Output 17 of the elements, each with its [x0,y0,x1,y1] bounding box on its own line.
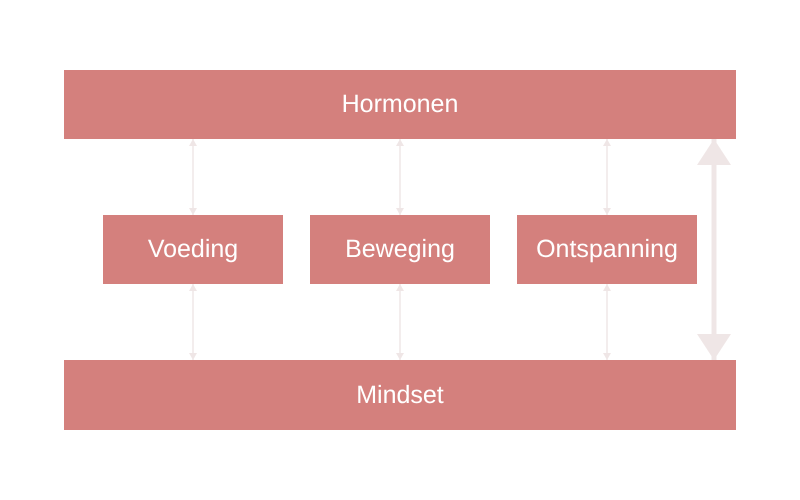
node-label: Voeding [148,235,238,264]
double-arrow [189,284,197,360]
banner-box [64,360,736,430]
node-label: Hormonen [342,90,458,119]
double-arrow [396,139,404,215]
process-box [310,215,490,284]
node-label: Mindset [356,380,444,410]
double-arrow [189,139,197,215]
process-box [517,215,697,284]
node-label: Beweging [345,235,455,264]
double-arrow [603,284,611,360]
node-label: Ontspanning [536,235,678,264]
double-arrow [396,284,404,360]
double-arrow [603,139,611,215]
process-box [103,215,283,284]
banner-box [64,70,736,139]
double-arrow [697,139,731,360]
